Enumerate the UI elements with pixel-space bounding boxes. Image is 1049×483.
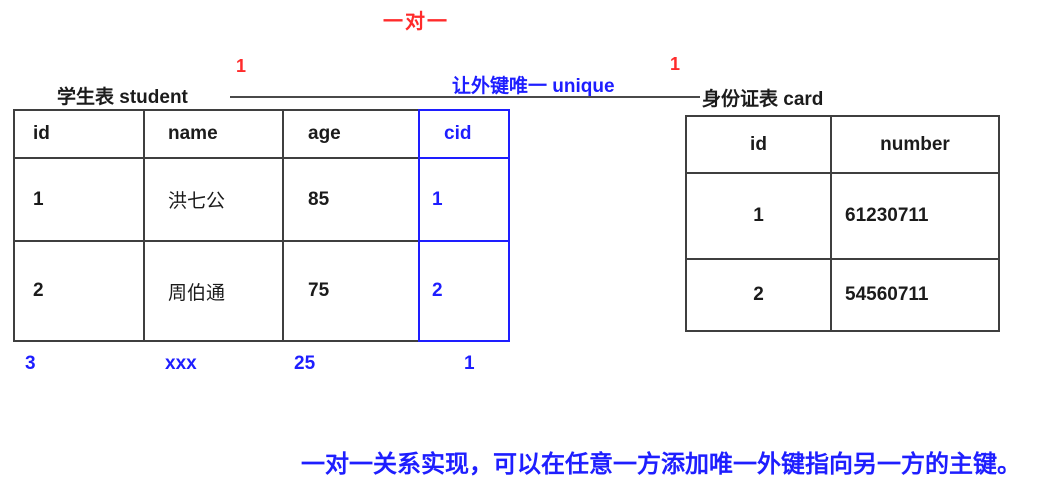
card-table: id number 1 61230711 2 54560711 (685, 115, 1000, 332)
student-table: id name age cid 1 洪七公 85 1 2 周伯通 75 2 (13, 109, 510, 342)
table-cell: 洪七公 (143, 157, 282, 240)
left-cardinality: 1 (236, 56, 247, 76)
table-cell: 85 (282, 157, 418, 240)
right-cardinality: 1 (670, 54, 681, 74)
diagram-note: 一对一关系实现，可以在任意一方添加唯一外键指向另一方的主键。 (301, 451, 1021, 478)
student-header-cid: cid (418, 109, 510, 157)
card-header-id: id (685, 115, 830, 172)
card-table-label: 身份证表 card (702, 89, 824, 110)
table-cell: 周伯通 (143, 240, 282, 342)
student-header-age: age (282, 109, 418, 157)
pending-row-value: 1 (464, 353, 475, 374)
relation-line (230, 96, 700, 98)
student-header-name: name (143, 109, 282, 157)
table-cell: 2 (685, 258, 830, 332)
table-cell: 75 (282, 240, 418, 342)
relation-line-label: 让外键唯一 unique (452, 76, 615, 97)
table-cell: 54560711 (830, 258, 1000, 332)
table-cell: 2 (13, 240, 143, 342)
diagram-title: 一对一 (383, 11, 449, 33)
pending-row-value: 25 (294, 353, 316, 374)
pending-row-value: 3 (25, 353, 36, 374)
table-cell-fk: 1 (418, 157, 510, 240)
pending-row-value: xxx (165, 353, 197, 374)
table-cell: 1 (13, 157, 143, 240)
table-cell-fk: 2 (418, 240, 510, 342)
table-cell: 61230711 (830, 172, 1000, 258)
table-cell: 1 (685, 172, 830, 258)
student-header-id: id (13, 109, 143, 157)
card-header-number: number (830, 115, 1000, 172)
student-table-label: 学生表 student (57, 87, 188, 108)
